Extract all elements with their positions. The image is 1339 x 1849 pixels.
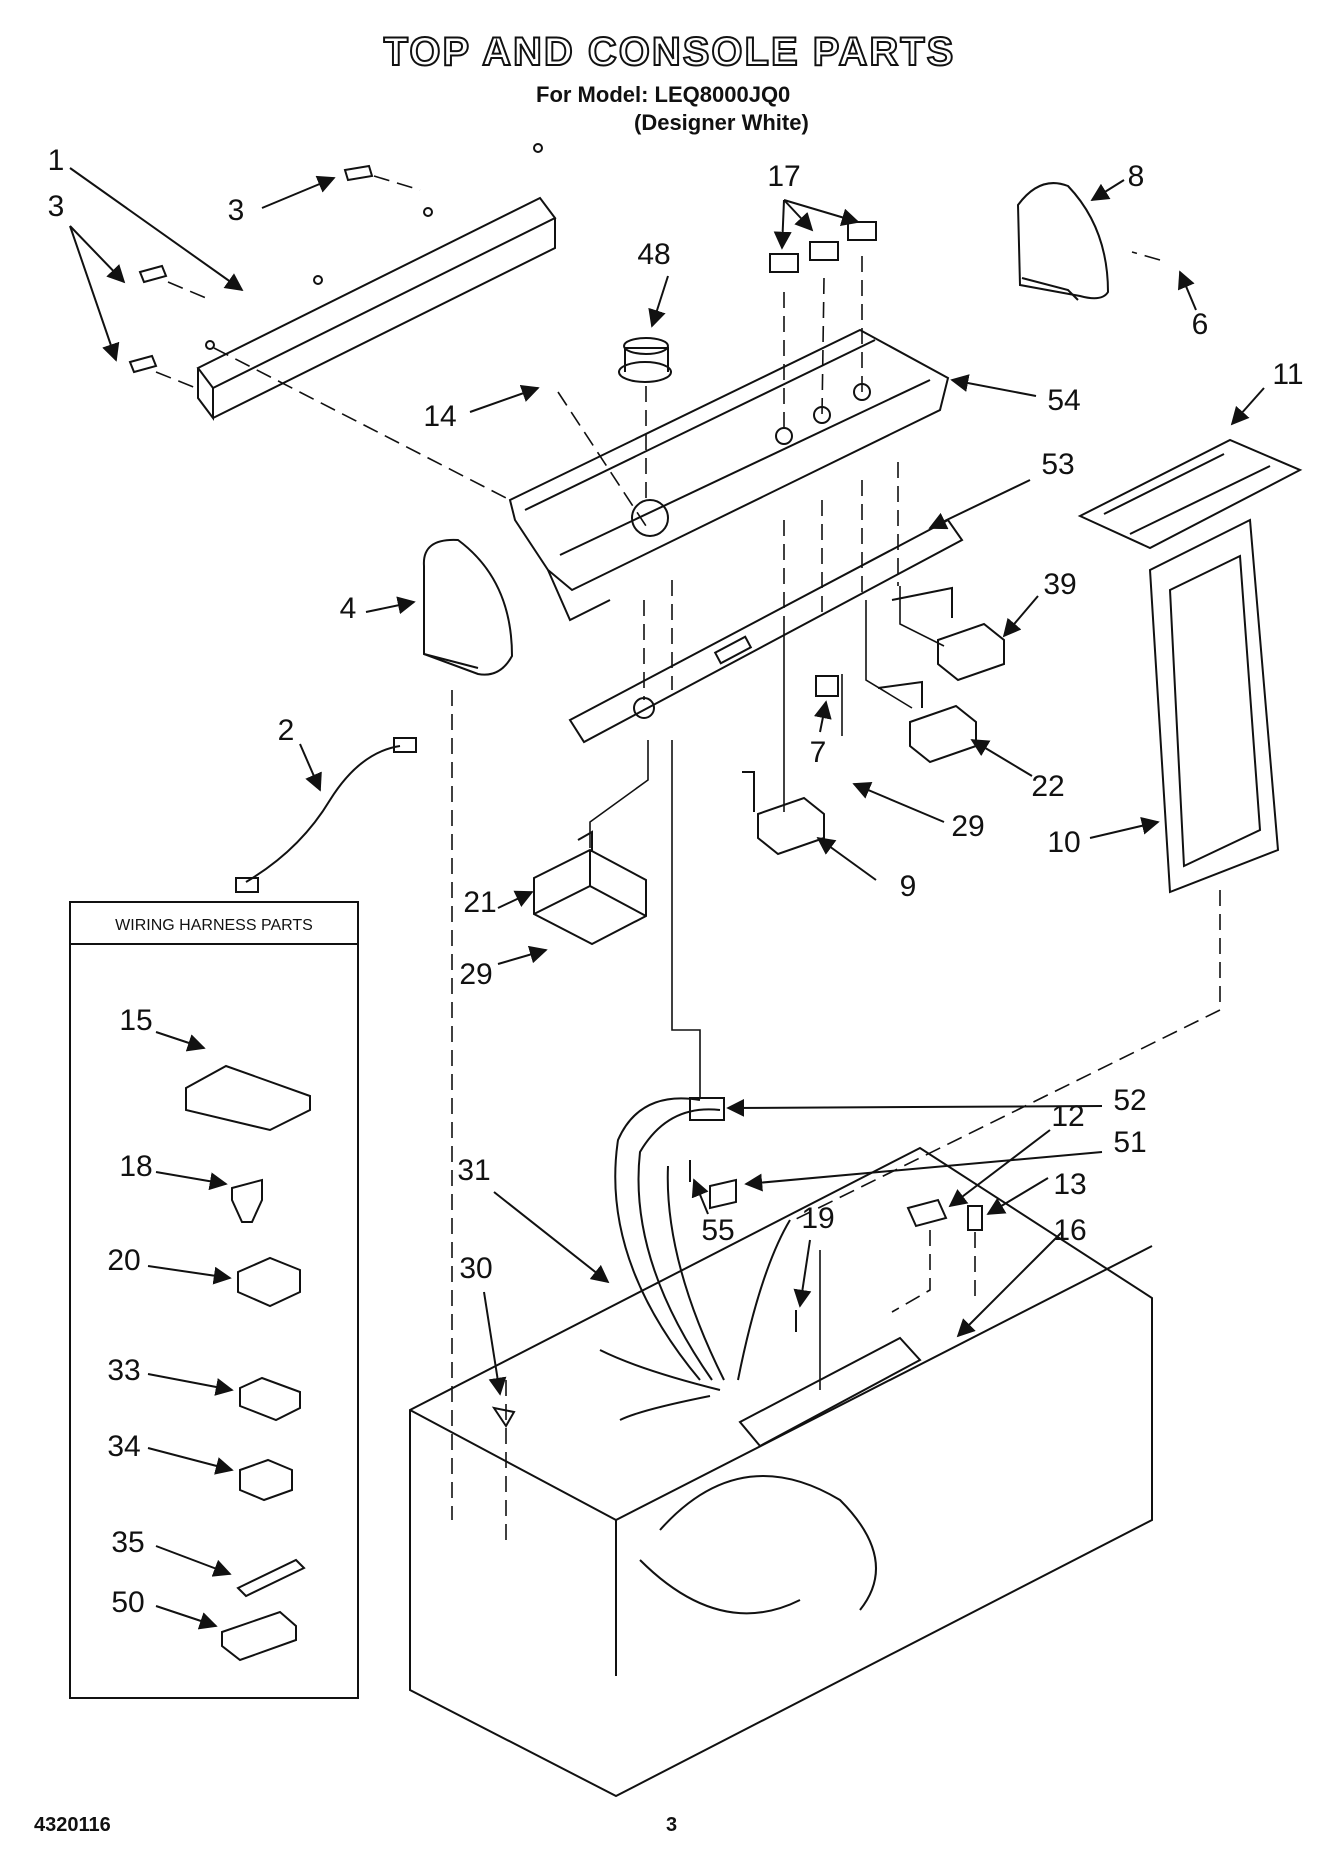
callout-3-top: 3 xyxy=(228,194,245,227)
callout-4: 4 xyxy=(340,592,357,625)
part-10-frame xyxy=(1148,518,1280,894)
part-7-clip xyxy=(815,675,839,697)
harness-box-title: WIRING HARNESS PARTS xyxy=(115,917,313,934)
callout-30: 30 xyxy=(459,1252,492,1285)
callout-35: 35 xyxy=(111,1526,144,1559)
part-35-terminal xyxy=(236,1558,306,1598)
callout-18: 18 xyxy=(119,1150,152,1183)
part-9-switch xyxy=(742,771,825,856)
part-11-lid xyxy=(1077,438,1303,550)
part-50-connector xyxy=(221,1610,297,1662)
wire-leads xyxy=(589,586,945,1390)
part-52-connector xyxy=(689,1097,725,1121)
color-line: (Designer White) xyxy=(634,110,809,135)
callout-2: 2 xyxy=(278,714,295,747)
part-16-top xyxy=(409,1146,1153,1798)
part-20-block xyxy=(237,1256,301,1308)
callout-16: 16 xyxy=(1053,1214,1086,1247)
callout-1: 1 xyxy=(48,144,65,177)
callout-6: 6 xyxy=(1192,308,1209,341)
callout-48: 48 xyxy=(637,238,670,271)
callout-15: 15 xyxy=(119,1004,152,1037)
part-33-connector xyxy=(239,1376,301,1422)
part-1-bracket xyxy=(196,143,557,421)
callout-19: 19 xyxy=(801,1202,834,1235)
callout-8: 8 xyxy=(1128,160,1145,193)
part-34-connector xyxy=(239,1458,293,1502)
callout-14: 14 xyxy=(423,400,456,433)
callout-29-right: 29 xyxy=(951,810,984,843)
part-22-switch xyxy=(877,680,977,764)
callout-29-left: 29 xyxy=(459,958,492,991)
callout-54: 54 xyxy=(1047,384,1080,417)
callout-33: 33 xyxy=(107,1354,140,1387)
part-3-screws xyxy=(128,164,374,374)
part-18-clip xyxy=(231,1178,263,1223)
callout-52: 52 xyxy=(1113,1084,1146,1117)
part-30-clip xyxy=(491,1406,516,1428)
part-13-screw xyxy=(967,1205,983,1231)
model-line: For Model: LEQ8000JQ0 xyxy=(536,82,791,107)
part-54-console xyxy=(508,328,950,622)
callout-9: 9 xyxy=(900,870,917,903)
callout-10: 10 xyxy=(1047,826,1080,859)
callout-11: 11 xyxy=(1272,358,1303,391)
callout-51: 51 xyxy=(1113,1126,1146,1159)
callout-31: 31 xyxy=(457,1154,490,1187)
callout-7: 7 xyxy=(810,736,827,769)
part-4-endcap xyxy=(422,538,514,676)
doc-number: 4320116 xyxy=(34,1814,111,1836)
callout-12: 12 xyxy=(1051,1100,1084,1133)
part-48-knob xyxy=(618,337,672,383)
part-8-endcap xyxy=(1016,182,1110,301)
callout-13: 13 xyxy=(1053,1168,1086,1201)
callout-21: 21 xyxy=(463,886,496,919)
callout-leaders xyxy=(69,167,1265,1396)
part-51-clip xyxy=(709,1178,737,1210)
callout-22: 22 xyxy=(1031,770,1064,803)
callout-20: 20 xyxy=(107,1244,140,1277)
callout-53: 53 xyxy=(1041,448,1074,481)
callout-3-left: 3 xyxy=(48,190,65,223)
callout-34: 34 xyxy=(107,1430,140,1463)
part-12-bracket xyxy=(906,1198,948,1228)
callout-39: 39 xyxy=(1043,568,1076,601)
callout-50: 50 xyxy=(111,1586,144,1619)
callout-17: 17 xyxy=(767,160,800,193)
callout-numbers: 1 3 3 2 4 14 48 17 8 6 54 53 11 39 7 22 … xyxy=(48,144,1304,1619)
part-17-knobs xyxy=(769,221,877,273)
part-15-connector xyxy=(185,1064,311,1132)
page-title: TOP AND CONSOLE PARTS xyxy=(383,29,956,75)
callout-55: 55 xyxy=(701,1214,734,1247)
part-21-timer xyxy=(533,830,647,946)
part-31-harness xyxy=(599,1097,877,1615)
alignment-lines xyxy=(155,175,1221,1540)
wiring-harness-box xyxy=(69,901,359,1699)
part-39-switch xyxy=(891,586,1005,682)
page-number: 3 xyxy=(666,1814,678,1836)
part-2-wire xyxy=(235,737,417,893)
